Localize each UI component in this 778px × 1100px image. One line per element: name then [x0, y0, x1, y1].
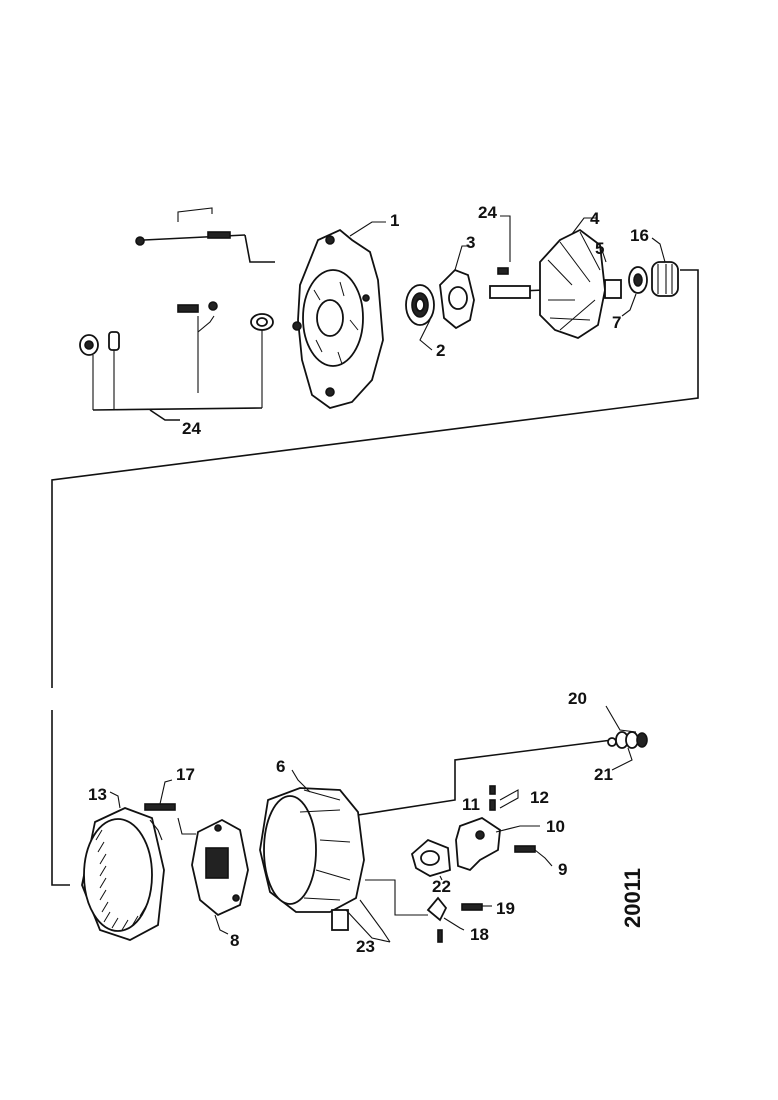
- callout-20: 20: [568, 689, 587, 708]
- rotor: [489, 217, 606, 339]
- bearing: [405, 284, 435, 351]
- slip-ring-end-housing: [259, 739, 613, 931]
- through-bolt: [135, 207, 275, 263]
- callout-7: 7: [612, 313, 621, 332]
- slip-ring: [601, 249, 622, 299]
- brush-screws: [489, 785, 519, 811]
- rear-bearing: [621, 266, 648, 317]
- callout-17: 17: [176, 765, 195, 784]
- callout-22: 22: [432, 877, 451, 896]
- callout-13: 13: [88, 785, 107, 804]
- callout-2: 2: [436, 341, 445, 360]
- callout-21: 21: [594, 765, 613, 784]
- terminal-hardware: [605, 705, 648, 771]
- drawing-number: 20011: [620, 868, 645, 928]
- callout-11: 11: [462, 795, 480, 814]
- callout-4: 4: [590, 209, 600, 228]
- terminal-cap: [426, 896, 492, 943]
- regulator: [455, 816, 540, 872]
- callout-18: 18: [470, 925, 489, 944]
- callout-23: 23: [356, 937, 375, 956]
- drive-end-housing: [292, 221, 386, 409]
- callout-6: 6: [276, 757, 285, 776]
- leader-23: [345, 879, 428, 943]
- screw-9: [514, 845, 553, 867]
- callout-9: 9: [558, 860, 567, 879]
- washer-part: [250, 313, 274, 408]
- screw-17: [144, 779, 196, 841]
- callout-16: 16: [630, 226, 649, 245]
- callout-24-top: 24: [478, 203, 497, 222]
- rectifier: [191, 818, 249, 935]
- callout-19: 19: [496, 899, 515, 918]
- callout-12: 12: [530, 788, 549, 807]
- bearing-collar: [651, 237, 679, 297]
- leader-24-bottom: [92, 407, 263, 421]
- callout-1: 1: [390, 211, 399, 230]
- gasket: [410, 838, 451, 881]
- woodruff-key: [497, 215, 511, 275]
- callout-8: 8: [230, 931, 239, 950]
- nut-part: [79, 331, 120, 410]
- screw-set: [177, 301, 218, 393]
- callout-5: 5: [595, 239, 604, 258]
- callout-10: 10: [546, 817, 565, 836]
- callout-3: 3: [466, 233, 475, 252]
- stator: [81, 791, 165, 941]
- assembly-link-line: [51, 269, 699, 886]
- retainer-plate: [439, 245, 475, 330]
- callout-24-bottom: 24: [182, 419, 201, 438]
